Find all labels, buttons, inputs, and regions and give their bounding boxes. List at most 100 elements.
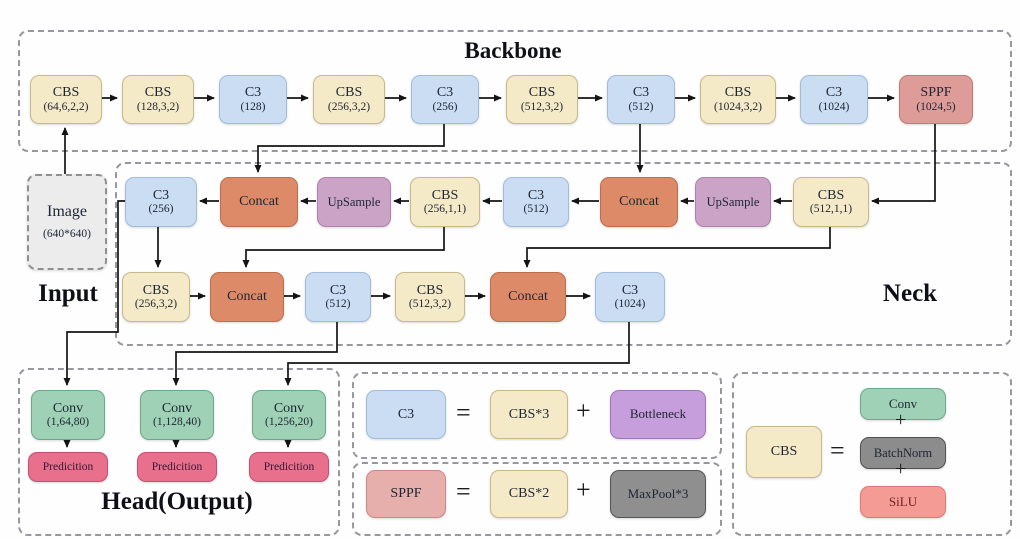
node-label: CBS*2: [508, 486, 550, 502]
head-conv-1: Conv (1,64,80): [31, 390, 105, 440]
input-title: Input: [38, 280, 98, 307]
neck-r1-upsample-2: UpSample: [695, 177, 771, 227]
node-label: C3: [244, 85, 262, 101]
node-params: (512): [523, 203, 549, 216]
legend-cbs-silu-node: SiLU: [860, 486, 946, 518]
backbone-node-c3-4: C3 (1024): [800, 75, 868, 124]
backbone-node-sppf: SPPF (1024,5): [899, 75, 973, 124]
neck-r2-concat-2: Concat: [490, 272, 566, 322]
node-label: Image: [47, 203, 87, 221]
node-label: CBS: [431, 187, 459, 203]
node-label: C3: [436, 85, 454, 101]
node-label: CBS: [416, 282, 444, 298]
input-image-node: Image (640*640): [27, 174, 107, 270]
backbone-container: [18, 30, 1012, 152]
backbone-node-c3-3: C3 (512): [607, 75, 675, 124]
equals-sign: =: [830, 436, 845, 465]
node-label: CBS: [528, 85, 556, 101]
legend-sppf-cbs2-node: CBS*2: [490, 470, 568, 518]
neck-r2-concat-1: Concat: [210, 272, 284, 322]
head-prediction-3: Predicition: [249, 452, 329, 482]
node-params: (512): [628, 100, 654, 113]
node-label: C3: [825, 85, 843, 101]
node-params: (1,128,40): [153, 416, 201, 429]
node-params: (512,3,2): [408, 298, 452, 311]
head-title: Head(Output): [101, 488, 253, 515]
node-label: CBS*3: [508, 406, 550, 422]
backbone-node-cbs-1: CBS (64,6,2,2): [30, 75, 102, 124]
node-label: Conv: [52, 400, 84, 416]
node-label: Bottleneck: [629, 406, 687, 422]
equals-sign: =: [456, 477, 471, 506]
node-label: CBS: [770, 444, 798, 460]
plus-sign: +: [576, 475, 591, 504]
node-params: (1024): [614, 298, 646, 311]
head-prediction-2: Predicition: [137, 452, 217, 482]
node-params: (512): [325, 298, 351, 311]
node-label: MaxPool*3: [627, 485, 689, 501]
neck-r1-c3-512: C3 (512): [503, 177, 569, 227]
node-label: C3: [621, 282, 639, 298]
equals-sign: =: [456, 398, 471, 427]
node-label: Predicition: [263, 460, 315, 473]
legend-c3-bottleneck-node: Bottleneck: [610, 390, 706, 439]
node-label: Predicition: [42, 460, 94, 473]
node-label: Conv: [161, 400, 193, 416]
backbone-node-cbs-2: CBS (128,3,2): [122, 75, 194, 124]
node-label: UpSample: [706, 195, 760, 209]
node-params: (1,256,20): [265, 416, 313, 429]
node-params: (512,3,2): [520, 100, 564, 113]
node-params: (256,1,1): [423, 203, 467, 216]
node-params: (1024): [818, 100, 850, 113]
backbone-node-cbs-4: CBS (512,3,2): [506, 75, 578, 124]
node-label: Concat: [619, 194, 659, 210]
node-label: UpSample: [327, 195, 381, 209]
node-label: Predicition: [151, 460, 203, 473]
node-params: (640*640): [43, 228, 91, 241]
head-prediction-1: Predicition: [28, 452, 108, 482]
node-label: CBS: [144, 85, 172, 101]
node-label: SPPF: [920, 85, 952, 101]
neck-r1-cbs-256: CBS (256,1,1): [410, 177, 480, 227]
node-label: CBS: [335, 85, 363, 101]
legend-cbs-batchnorm-node: BatchNorm: [860, 437, 946, 469]
legend-c3-node: C3: [366, 390, 446, 439]
neck-r2-cbs-256: CBS (256,3,2): [122, 272, 190, 322]
head-conv-3: Conv (1,256,20): [252, 390, 326, 440]
node-label: Concat: [227, 289, 267, 305]
legend-cbs-conv-node: Conv: [860, 388, 946, 420]
node-params: (256,3,2): [134, 298, 178, 311]
plus-sign: +: [895, 458, 907, 480]
node-params: (1,64,80): [46, 416, 90, 429]
legend-cbs-container: [732, 372, 1012, 536]
neck-r1-upsample-1: UpSample: [317, 177, 391, 227]
node-label: CBS: [817, 187, 845, 203]
plus-sign: +: [895, 409, 907, 431]
node-label: CBS: [52, 85, 80, 101]
backbone-node-cbs-5: CBS (1024,3,2): [700, 75, 776, 124]
node-label: Conv: [888, 395, 918, 411]
node-params: (128): [240, 100, 266, 113]
node-label: SPPF: [390, 486, 422, 502]
backbone-node-c3-1: C3 (128): [219, 75, 287, 124]
legend-sppf-node: SPPF: [366, 470, 446, 518]
node-params: (256): [432, 100, 458, 113]
node-label: C3: [397, 406, 415, 422]
node-params: (256): [148, 203, 174, 216]
neck-r1-c3-256: C3 (256): [125, 177, 197, 227]
node-label: C3: [152, 187, 170, 203]
neck-r1-cbs-512: CBS (512,1,1): [793, 177, 869, 227]
node-label: Conv: [273, 400, 305, 416]
node-label: CBS: [142, 282, 170, 298]
legend-c3-cbs3-node: CBS*3: [490, 390, 568, 439]
node-label: C3: [632, 85, 650, 101]
legend-cbs-node: CBS: [746, 426, 822, 478]
neck-r1-concat-2: Concat: [600, 177, 678, 227]
legend-sppf-maxpool-node: MaxPool*3: [610, 470, 706, 518]
legend-sppf-container: [352, 462, 722, 536]
node-params: (256,3,2): [327, 100, 371, 113]
neck-r2-cbs-512: CBS (512,3,2): [395, 272, 465, 322]
backbone-node-cbs-3: CBS (256,3,2): [313, 75, 385, 124]
node-params: (1024,3,2): [714, 100, 762, 113]
